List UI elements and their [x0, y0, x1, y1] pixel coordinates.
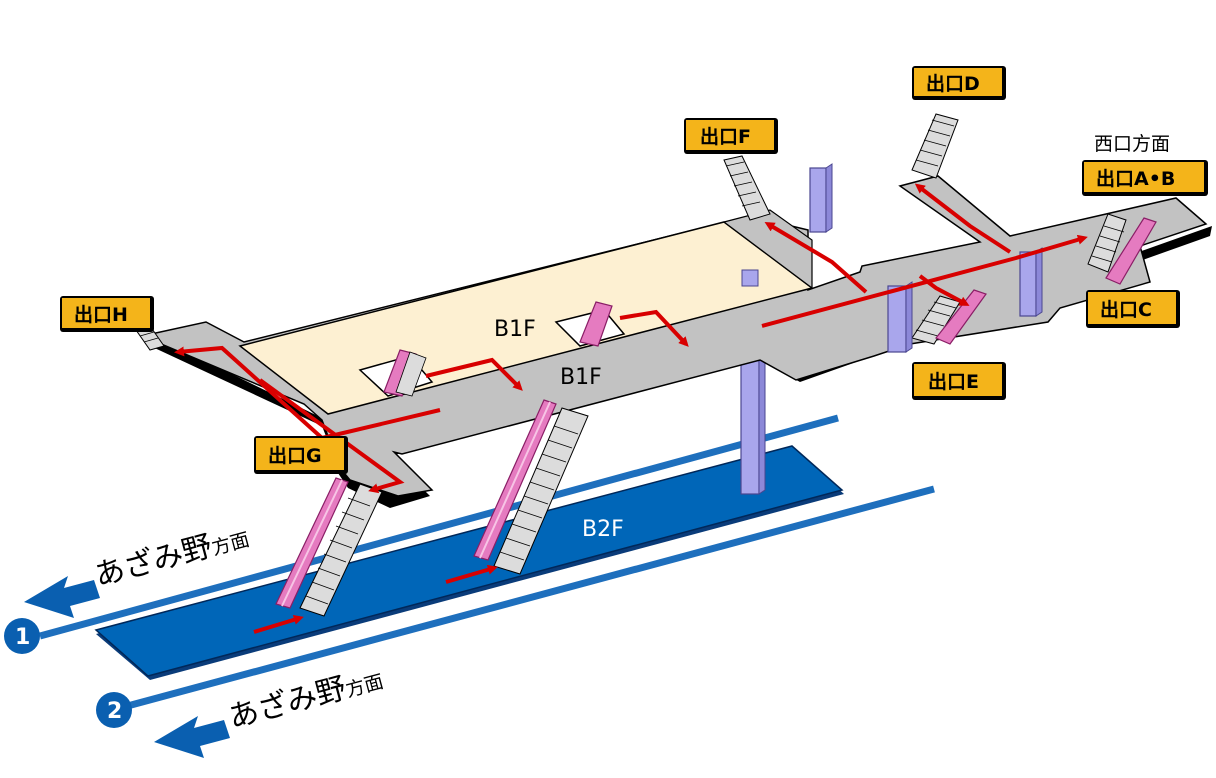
stair-exit-f	[723, 155, 771, 221]
escalator-b1f-left	[383, 349, 427, 397]
pillar-c-area	[1019, 247, 1043, 317]
pillar-center	[740, 353, 766, 495]
track-1-direction-arrow	[24, 576, 100, 618]
exit-label-c-text: 出口C	[1100, 298, 1152, 321]
escalator-left-b2f	[275, 477, 349, 609]
exit-label-f-text: 出口F	[700, 125, 751, 148]
escalator-b1f-right	[579, 301, 613, 347]
exit-label-h[interactable]: 出口H	[60, 296, 154, 332]
exit-label-c[interactable]: 出口C	[1086, 290, 1180, 328]
b1f-label-upper: B1F	[494, 317, 536, 342]
track-1-direction-main: あざみ野	[91, 529, 216, 594]
exit-label-e-text: 出口E	[928, 370, 979, 393]
stair-left-b2f	[299, 483, 383, 617]
exit-label-ab[interactable]: 出口A•B	[1082, 160, 1208, 196]
route-arrow-main-east	[761, 234, 1088, 328]
track-1-badge: 1	[4, 618, 40, 654]
stair-exit-c	[1087, 213, 1127, 273]
stair-exit-d	[911, 113, 959, 179]
route-arrow-b2f-left	[253, 614, 304, 634]
escalator-center-b2f	[473, 399, 557, 561]
exit-label-g[interactable]: 出口G	[254, 436, 348, 474]
west-exit-direction: 西口方面	[1094, 133, 1170, 155]
pillar-f-area	[809, 163, 833, 233]
track-2-badge: 2	[96, 692, 132, 728]
route-arrow-to-f	[764, 221, 868, 294]
route-arrow-b2f-center	[445, 564, 498, 584]
route-arrow-b1f-left	[425, 357, 523, 391]
exit-label-h-text: 出口H	[74, 303, 128, 326]
b1f-label-main: B1F	[560, 365, 602, 390]
track-1-direction-suffix: 方面	[210, 529, 252, 560]
pillar-e-area	[887, 281, 913, 353]
track-2-direction-arrow	[154, 716, 230, 758]
track-line-2	[119, 485, 935, 712]
track-line-1	[39, 414, 839, 640]
escalator-exit-c	[1105, 217, 1157, 285]
exit-label-d-text: 出口D	[926, 72, 980, 95]
b2f-label: B2F	[582, 517, 624, 542]
exit-label-e[interactable]: 出口E	[912, 362, 1006, 400]
track-1-number: 1	[15, 625, 30, 650]
exit-label-f[interactable]: 出口F	[684, 118, 778, 154]
route-arrows	[178, 183, 1088, 634]
track-2-number: 2	[107, 699, 122, 724]
stair-exit-e	[911, 295, 961, 345]
route-arrow-to-d	[914, 183, 1012, 254]
exit-label-g-text: 出口G	[268, 444, 322, 467]
route-arrow-b1f-right	[619, 309, 689, 347]
route-arrow-to-e	[918, 274, 970, 306]
route-arrow-to-g	[258, 378, 405, 494]
exit-label-d[interactable]: 出口D	[912, 66, 1006, 100]
escalator-exit-e	[935, 289, 987, 345]
ticket-machine-block	[741, 269, 759, 287]
track-2-direction-main: あざみ野	[225, 671, 350, 736]
stair-center-b2f	[493, 407, 589, 575]
route-arrow-to-h	[178, 348, 441, 440]
exit-label-ab-text: 出口A•B	[1096, 167, 1175, 190]
track-2-direction-suffix: 方面	[344, 671, 386, 702]
